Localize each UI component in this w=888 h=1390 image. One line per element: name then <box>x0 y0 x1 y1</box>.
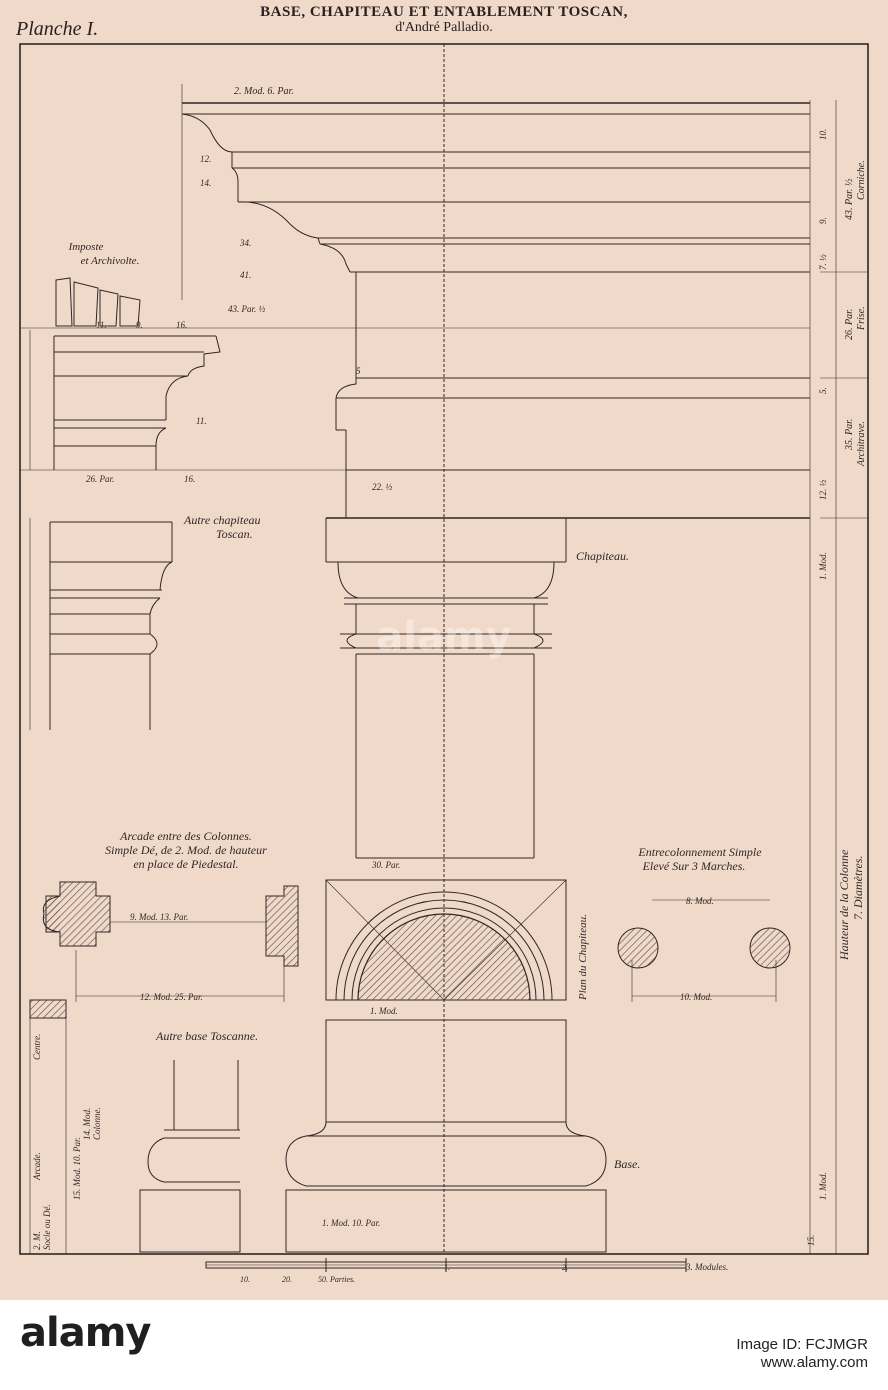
svg-text:1. Mod.: 1. Mod. <box>370 1006 398 1016</box>
svg-text:Corniche.: Corniche. <box>856 160 867 200</box>
svg-text:10. Mod.: 10. Mod. <box>680 992 712 1002</box>
label-imposte: Imposte <box>68 241 104 253</box>
svg-text:8. Mod.: 8. Mod. <box>686 896 714 906</box>
svg-text:26. Par.: 26. Par. <box>844 309 855 340</box>
svg-text:12. ½: 12. ½ <box>818 480 828 501</box>
svg-text:7. Diamètres.: 7. Diamètres. <box>851 855 865 920</box>
label-autre-chapiteau: Autre chapiteau <box>183 513 261 527</box>
svg-text:5: 5 <box>356 366 361 376</box>
label-hauteur-colonne: Hauteur de la Colonne <box>837 849 851 961</box>
svg-text:9. Mod. 13. Par.: 9. Mod. 13. Par. <box>130 912 188 922</box>
svg-text:1. Mod. 10. Par.: 1. Mod. 10. Par. <box>322 1218 380 1228</box>
svg-text:9.: 9. <box>818 217 828 224</box>
svg-text:Socle ou Dé.: Socle ou Dé. <box>42 1204 52 1250</box>
svg-text:22. ½: 22. ½ <box>372 482 393 492</box>
cornice <box>181 102 810 273</box>
label-chapiteau: Chapiteau. <box>576 549 629 563</box>
svg-text:30. Par.: 30. Par. <box>371 860 400 870</box>
impost-profile <box>29 277 221 470</box>
svg-text:Centre.: Centre. <box>32 1034 42 1060</box>
other-capital <box>29 518 173 730</box>
intercolumniation <box>617 899 791 1002</box>
svg-text:20.: 20. <box>282 1275 292 1284</box>
svg-text:Toscan.: Toscan. <box>216 527 253 541</box>
label-autre-base: Autre base Toscanne. <box>155 1029 258 1043</box>
frieze <box>355 272 810 379</box>
site-url: www.alamy.com <box>760 1354 868 1371</box>
svg-text:10.: 10. <box>818 129 828 140</box>
svg-text:14.: 14. <box>200 178 211 188</box>
label-arcade: Arcade entre des Colonnes. <box>119 829 252 843</box>
svg-text:12. Mod. 25. Par.: 12. Mod. 25. Par. <box>140 992 203 1002</box>
planche-number: Planche I. <box>16 18 99 40</box>
main-capital <box>325 518 567 859</box>
dim-top: 2. Mod. 6. Par. <box>234 86 294 97</box>
arcade-plan <box>42 881 299 1002</box>
svg-text:14. Mod.: 14. Mod. <box>82 1108 92 1140</box>
label-entrecolonnement: Entrecolonnement Simple <box>637 845 762 859</box>
svg-text:11.: 11. <box>196 416 207 426</box>
brand-logo: alamy <box>20 1310 151 1356</box>
svg-text:en place de Piedestal.: en place de Piedestal. <box>133 857 238 871</box>
svg-text:Simple Dé, de 2. Mod. de haute: Simple Dé, de 2. Mod. de hauteur <box>105 843 267 857</box>
svg-text:9.: 9. <box>136 320 143 330</box>
svg-text:15. Mod. 10. Par.: 15. Mod. 10. Par. <box>72 1137 82 1200</box>
svg-text:Frise.: Frise. <box>856 306 867 331</box>
capital-plan <box>325 879 567 1001</box>
svg-text:11.: 11. <box>96 320 107 330</box>
label-base: Base. <box>614 1157 640 1171</box>
svg-text:10.: 10. <box>240 1275 250 1284</box>
svg-text:15.: 15. <box>806 1235 816 1246</box>
svg-text:5.: 5. <box>818 387 828 394</box>
main-base <box>285 1019 607 1253</box>
svg-text:41.: 41. <box>240 270 251 280</box>
svg-text:Colonne.: Colonne. <box>92 1107 102 1140</box>
label-plan-chapiteau: Plan du Chapiteau. <box>577 914 589 1001</box>
svg-text:Architrave.: Architrave. <box>856 421 867 467</box>
scale-modules: 3. Modules. <box>685 1262 728 1272</box>
svg-text:Elevé Sur 3 Marches.: Elevé Sur 3 Marches. <box>642 859 746 873</box>
svg-text:35. Par.: 35. Par. <box>844 419 855 451</box>
svg-text:Arcade.: Arcade. <box>32 1152 42 1181</box>
label-archivolte: et Archivolte. <box>81 255 140 267</box>
svg-text:26. Par.: 26. Par. <box>86 474 114 484</box>
plate-title: BASE, CHAPITEAU ET ENTABLEMENT TOSCAN, <box>260 4 628 20</box>
svg-text:43. Par. ½: 43. Par. ½ <box>844 178 855 220</box>
svg-text:1. Mod.: 1. Mod. <box>818 552 828 580</box>
svg-text:16.: 16. <box>184 474 195 484</box>
svg-text:7. ½: 7. ½ <box>818 254 828 270</box>
watermark: alamy <box>376 614 511 660</box>
svg-text:2.: 2. <box>562 1263 568 1272</box>
stock-footer <box>0 1300 888 1390</box>
svg-text:1.: 1. <box>444 1263 450 1272</box>
architectural-drawing: 2. Mod. 6. Par. 12. 14. 34. 41. 43. Par.… <box>19 43 869 1284</box>
scale-bar <box>205 1258 687 1272</box>
svg-text:43. Par. ½: 43. Par. ½ <box>228 304 266 314</box>
svg-text:2. M.: 2. M. <box>32 1231 42 1250</box>
other-base <box>29 999 241 1254</box>
image-id: Image ID: FCJMGR www.alamy.com <box>736 1336 868 1372</box>
scale-parties: 50. Parties. <box>318 1275 355 1284</box>
architrave <box>326 378 810 519</box>
svg-text:1. Mod.: 1. Mod. <box>818 1172 828 1200</box>
image-id-text: Image ID: FCJMGR <box>736 1336 868 1353</box>
plate-subtitle: d'André Palladio. <box>395 20 493 35</box>
svg-text:34.: 34. <box>239 238 251 248</box>
svg-text:16.: 16. <box>176 320 187 330</box>
svg-text:12.: 12. <box>200 154 211 164</box>
